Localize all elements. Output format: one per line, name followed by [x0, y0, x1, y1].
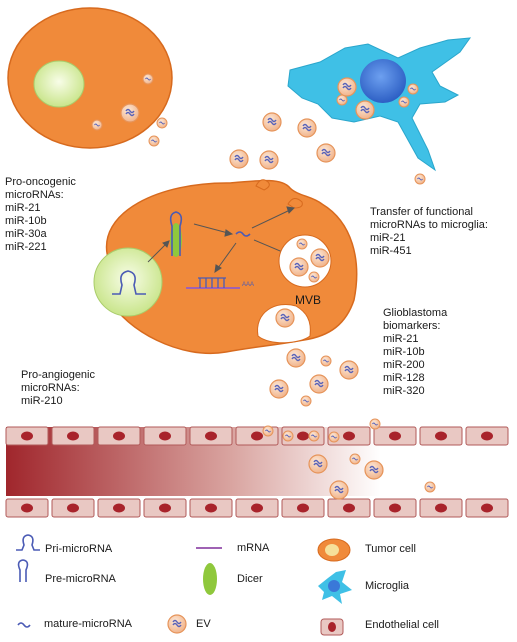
tumor-cell-icon — [317, 538, 351, 562]
mature-microrna-icon — [17, 622, 31, 628]
legend-tumor-cell-label: Tumor cell — [365, 543, 416, 555]
transfer-microglia-label: Transfer of functional microRNAs to micr… — [370, 206, 488, 257]
pro-oncogenic-label: Pro-oncogenic microRNAs: miR-21 miR-10b … — [5, 176, 76, 253]
legend-endothelial-cell-label: Endothelial cell — [365, 619, 439, 631]
microglia-cell — [287, 37, 472, 172]
dicer-icon — [203, 563, 217, 595]
pri-microrna-icon — [16, 534, 40, 551]
endothelial-cell-icon — [320, 618, 344, 636]
pre-microrna-icon — [17, 559, 29, 582]
glioblastoma-biomarkers-label: Glioblastoma biomarkers: miR-21 miR-10b … — [383, 307, 448, 397]
legend-ev-label: EV — [196, 618, 211, 630]
legend-pre-microrna-label: Pre-microRNA — [45, 573, 116, 585]
legend-icons — [16, 534, 352, 636]
tumor-cell-central — [93, 179, 358, 354]
pro-angiogenic-label: Pro-angiogenic microRNAs: miR-210 — [21, 369, 95, 407]
legend-mature-microrna-label: mature-microRNA — [44, 618, 133, 630]
legend-dicer-label: Dicer — [237, 573, 263, 585]
legend-pri-microrna-label: Pri-microRNA — [45, 543, 113, 555]
released-evs-lower — [269, 348, 359, 407]
released-evs-middle — [229, 112, 426, 185]
mvb-label: MVB — [295, 293, 322, 307]
legend-mrna-label: mRNA — [237, 542, 270, 554]
poly-a-label: AAA — [242, 282, 255, 288]
tumor-cell-top — [7, 7, 173, 149]
ev-icon — [167, 614, 187, 634]
legend-microglia-label: Microglia — [365, 580, 410, 592]
microglia-icon — [318, 570, 352, 604]
blood-vessel — [5, 418, 509, 518]
